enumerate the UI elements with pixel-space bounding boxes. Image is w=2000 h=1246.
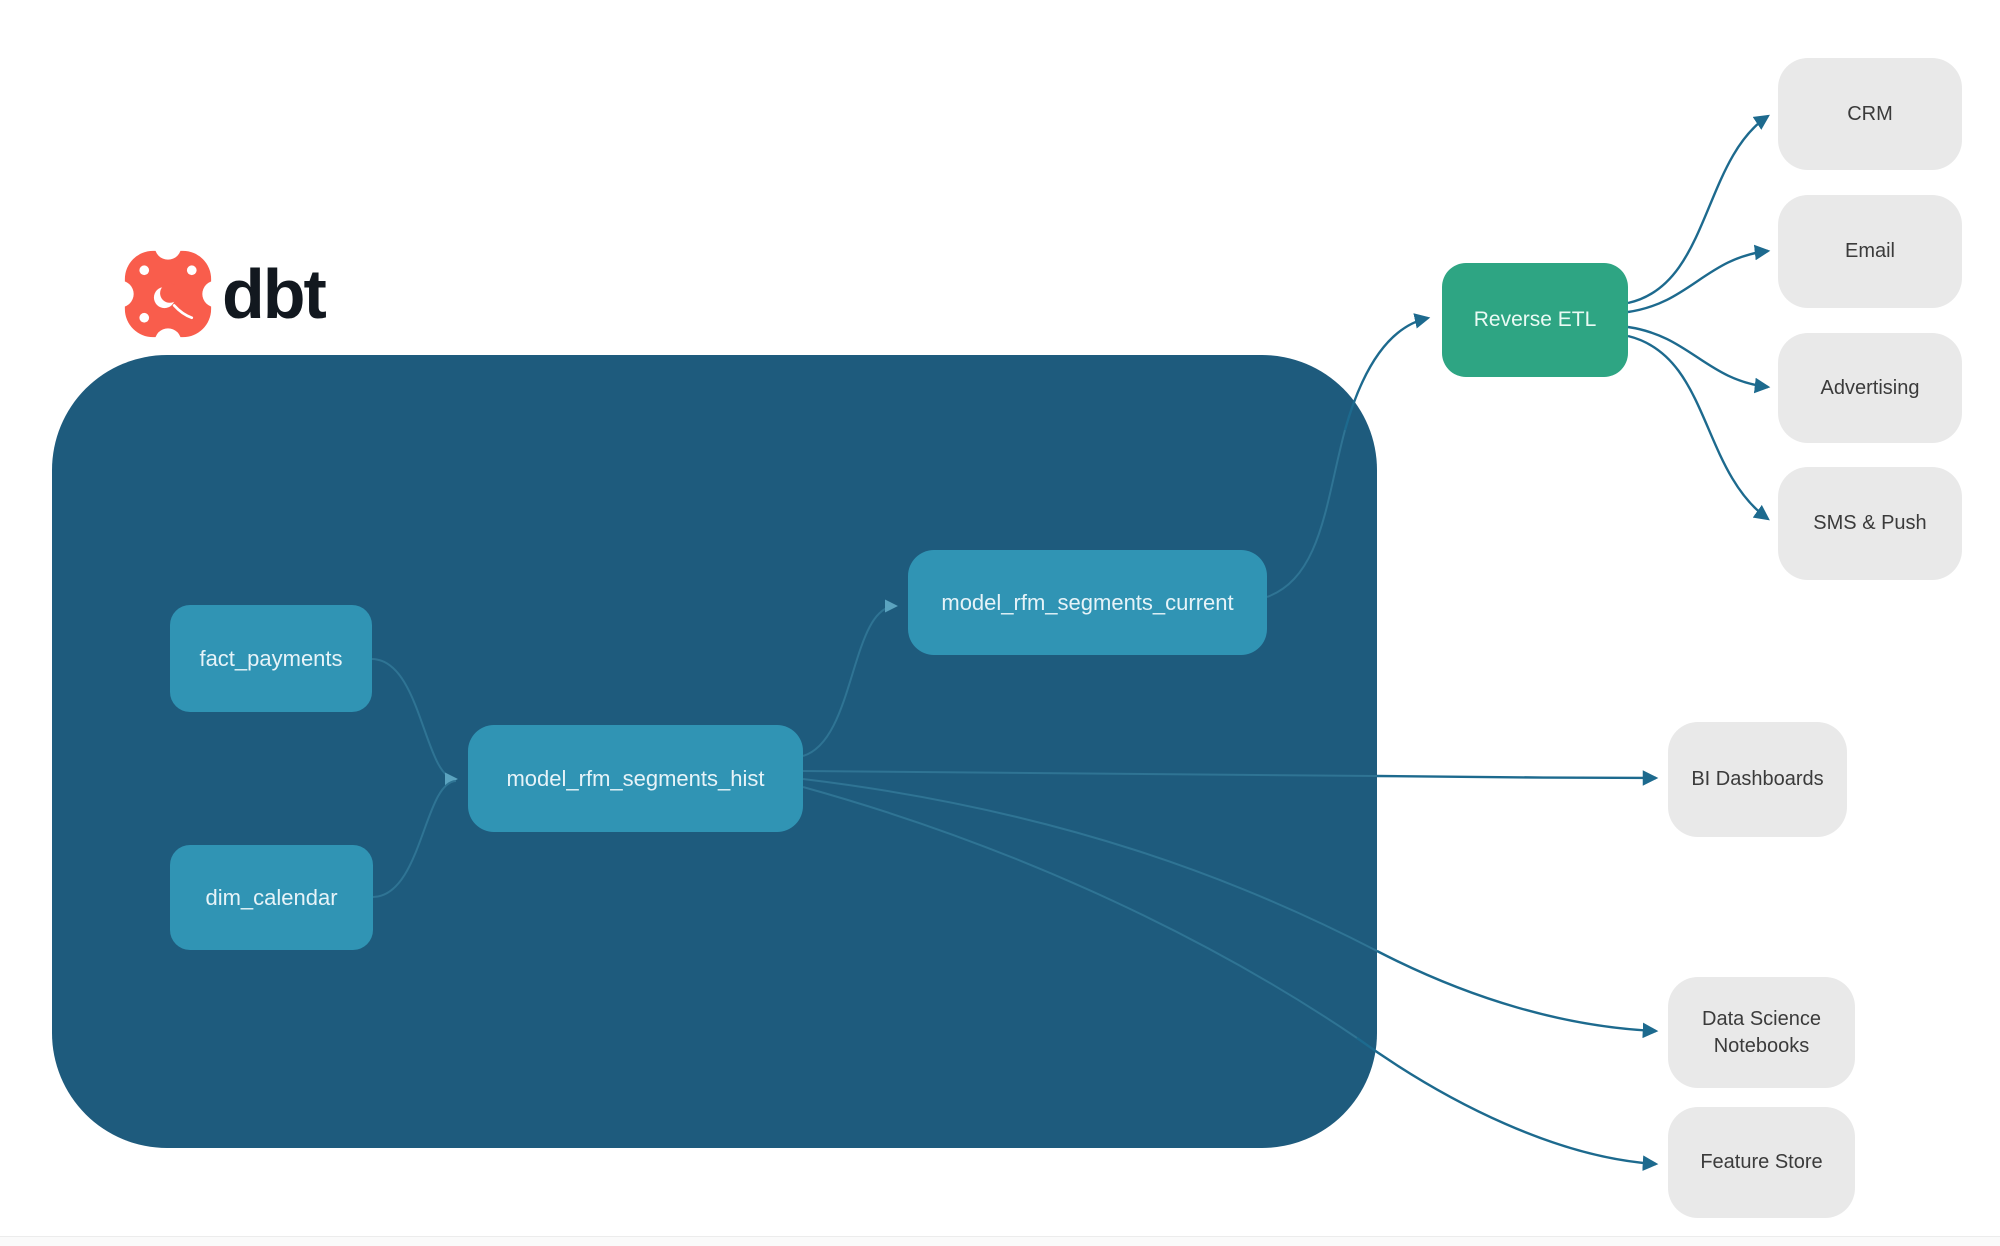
- edge-reverse-etl-to-email: [1627, 244, 1771, 314]
- node-advertising: Advertising: [1778, 333, 1962, 443]
- edge-hist-to-feature-store: [1356, 1037, 1659, 1171]
- edge-reverse-etl-to-crm: [1627, 114, 1770, 305]
- node-dim-calendar: dim_calendar: [170, 845, 373, 950]
- edge-hist-to-bi-dashboards: [1376, 770, 1659, 786]
- node-sms-push: SMS & Push: [1778, 467, 1962, 580]
- edge-reverse-etl-to-advertising: [1627, 325, 1771, 394]
- node-fact-payments: fact_payments: [170, 605, 372, 712]
- node-feature-store: Feature Store: [1668, 1107, 1855, 1218]
- node-email: Email: [1778, 195, 1962, 308]
- node-data-science-notebooks: Data Science Notebooks: [1668, 977, 1855, 1088]
- edge-hist-to-ds-notebooks: [1376, 949, 1659, 1039]
- node-model-rfm-segments-current: model_rfm_segments_current: [908, 550, 1267, 655]
- node-reverse-etl: Reverse ETL: [1442, 263, 1628, 377]
- node-bi-dashboards: BI Dashboards: [1668, 722, 1847, 837]
- bottom-divider: [0, 1236, 2000, 1246]
- dbt-logo-text: dbt: [222, 255, 327, 333]
- dbt-logo: dbt: [124, 250, 327, 338]
- dbt-logo-icon: [124, 250, 212, 338]
- node-model-rfm-segments-hist: model_rfm_segments_hist: [468, 725, 803, 832]
- edge-reverse-etl-to-sms-push: [1627, 334, 1770, 521]
- node-crm: CRM: [1778, 58, 1962, 170]
